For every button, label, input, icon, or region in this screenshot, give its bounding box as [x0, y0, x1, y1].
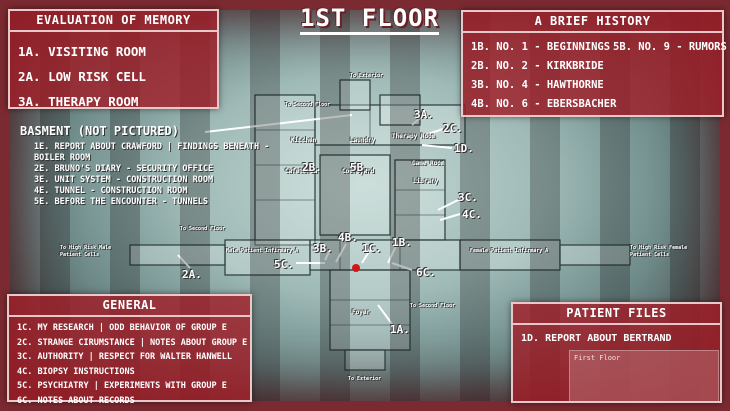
basement-list: BASMENT (NOT PICTURED) 1E. REPORT ABOUT … [20, 124, 290, 208]
patient-files-title: PATIENT FILES [513, 304, 720, 325]
label-4c: 4C. [462, 208, 482, 221]
label-6c: 6C. [416, 266, 436, 279]
room-cafeteria: Cafeteria [285, 168, 318, 175]
general-panel: GENERAL 1C. MY RESEARCH | ODD BEHAVIOR O… [7, 294, 252, 406]
room-therapy: Therapy Room [392, 133, 436, 140]
general-item[interactable]: 6C. NOTES ABOUT RECORDS [17, 395, 135, 406]
label-1a: 1A. [390, 323, 410, 336]
room-foyer: Foyer [352, 309, 371, 316]
label-2b: 2B. [302, 161, 322, 174]
room-library: Library [413, 178, 439, 185]
history-item[interactable]: 1B. NO. 1 - BEGINNINGS [471, 41, 611, 53]
basement-item[interactable]: 1E. REPORT ABOUT CRAWFORD | FINDINGS BEN… [34, 142, 270, 152]
floor-title: 1ST FLOOR [300, 4, 440, 35]
exit-exterior-top: To Exterior [350, 73, 384, 79]
label-1c: 1C. [362, 242, 382, 255]
stairs-second-floor-top: To Second Floor [285, 102, 331, 108]
label-3c: 3C. [458, 191, 478, 204]
stairs-second-floor-bottom: To Second Floor [410, 303, 456, 309]
general-item[interactable]: 3C. AUTHORITY | RESPECT FOR WALTER HANWE… [17, 352, 232, 362]
general-title: GENERAL [9, 296, 250, 317]
room-courtyard: Courtyard [342, 168, 375, 175]
general-item[interactable]: 5C. PSYCHIATRY | EXPERIMENTS WITH GROUP … [17, 381, 227, 391]
room-laundry: Laundry [350, 137, 376, 144]
history-item[interactable]: 4B. NO. 6 - EBERSBACHER [471, 98, 617, 110]
evaluation-panel: EVALUATION OF MEMORY 1A. VISITING ROOM 2… [8, 9, 219, 109]
room-game-room: Game Room [412, 160, 445, 167]
basement-item[interactable]: 3E. UNIT SYSTEM - CONSTRUCTION ROOM [34, 175, 214, 185]
basement-item[interactable]: 4E. TUNNEL - CONSTRUCTION ROOM [34, 186, 188, 196]
document-preview: First Floor [569, 350, 719, 401]
basement-item-continued: BOILER ROOM [34, 153, 91, 163]
room-female-infirmary: Female Patient Infirmary A [470, 248, 549, 254]
room-male-infirmary: Male Patient Infirmary A [226, 248, 299, 254]
history-title: A BRIEF HISTORY [463, 12, 722, 33]
label-3b: 3B. [313, 242, 333, 255]
label-5b: 5B. [350, 161, 370, 174]
basement-item[interactable]: 5E. BEFORE THE ENCOUNTER - TUNNELS [34, 197, 208, 207]
history-item[interactable]: 2B. NO. 2 - KIRKBRIDE [471, 60, 604, 72]
label-4b: 4B. [338, 231, 358, 244]
document-preview-title: First Floor [574, 354, 621, 362]
room-kitchen: Kitchen [291, 137, 317, 144]
courtyard-block [319, 154, 391, 236]
stairs-second-floor-left: To Second Floor [180, 226, 226, 232]
evaluation-title: EVALUATION OF MEMORY [10, 11, 217, 32]
foyer-block [329, 269, 411, 351]
general-item[interactable]: 4C. BIOPSY INSTRUCTIONS [17, 366, 135, 377]
history-panel: A BRIEF HISTORY 1B. NO. 1 - BEGINNINGS 5… [461, 10, 727, 117]
exit-high-risk-female: To High Risk Female Patient Cells [630, 245, 688, 258]
basement-item[interactable]: 2E. BRUNO'S DIARY - SECURITY OFFICE [34, 164, 214, 174]
patient-files-panel: PATIENT FILES 1D. REPORT ABOUT BERTRAND … [511, 302, 722, 403]
evaluation-item[interactable]: 2A. LOW RISK CELL [18, 69, 146, 84]
general-item[interactable]: 1C. MY RESEARCH | ODD BEHAVIOR OF GROUP … [17, 323, 227, 333]
patient-file-item[interactable]: 1D. REPORT ABOUT BERTRAND [521, 333, 672, 344]
basement-title: BASMENT (NOT PICTURED) [20, 124, 179, 138]
general-item[interactable]: 2C. STRANGE CIRUMSTANCE | NOTES ABOUT GR… [17, 337, 248, 348]
label-1b: 1B. [392, 236, 412, 249]
evaluation-item[interactable]: 1A. VISITING ROOM [18, 44, 146, 59]
label-5c: 5C. [274, 258, 294, 271]
label-2a: 2A. [182, 268, 202, 281]
label-1d: 1D. [454, 142, 474, 155]
exit-high-risk-male: To High Risk Male Patient Cells [60, 245, 112, 258]
history-item[interactable]: 3B. NO. 4 - HAWTHORNE [471, 79, 604, 91]
central-hall [309, 239, 461, 271]
label-3a: 3A. [414, 108, 434, 121]
basement-pointer [204, 114, 353, 133]
exit-exterior-bottom: To Exterior [348, 376, 382, 382]
label-2c: 2C. [443, 122, 463, 135]
evaluation-item[interactable]: 3A. THERAPY ROOM [18, 94, 139, 109]
history-item[interactable]: 5B. NO. 9 - RUMORS [613, 41, 727, 53]
player-marker [352, 264, 360, 272]
